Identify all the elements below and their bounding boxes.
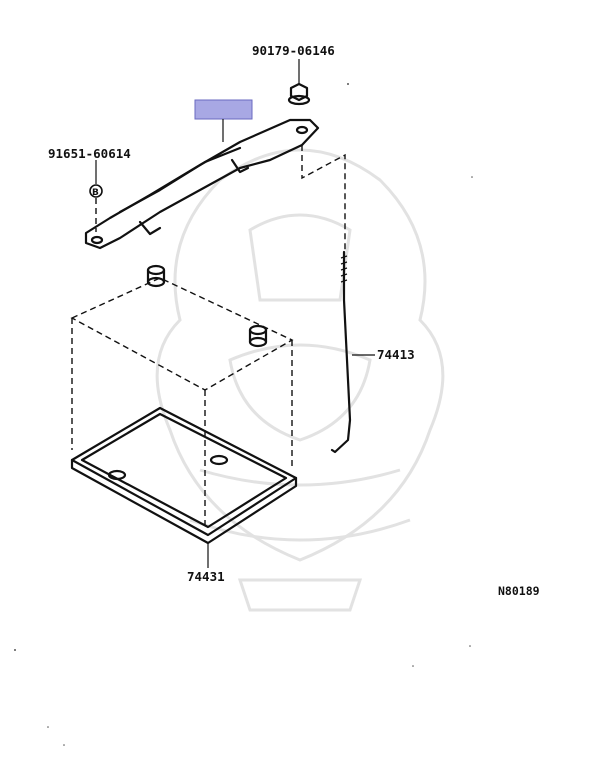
hold-down-rod-part[interactable]	[330, 250, 375, 454]
clip-part[interactable]: B	[89, 160, 103, 232]
nut-part[interactable]	[287, 59, 311, 106]
battery-tray-part[interactable]	[70, 406, 298, 568]
nut-part-number: 90179-06146	[252, 43, 335, 58]
scan-specks	[14, 83, 473, 746]
circled-B-icon-letter: B	[92, 188, 99, 198]
tray-part-number: 74431	[187, 569, 225, 584]
clip-part-number: 91651-60614	[48, 146, 131, 161]
battery-clamp-part[interactable]	[84, 118, 320, 250]
battery-outline	[70, 264, 294, 530]
part-highlight-box[interactable]	[194, 99, 253, 120]
diagram-code: N80189	[498, 584, 540, 598]
rod-part-number: 74413	[377, 347, 415, 362]
circled-B-icon	[89, 184, 103, 198]
samurai-watermark	[155, 148, 445, 612]
